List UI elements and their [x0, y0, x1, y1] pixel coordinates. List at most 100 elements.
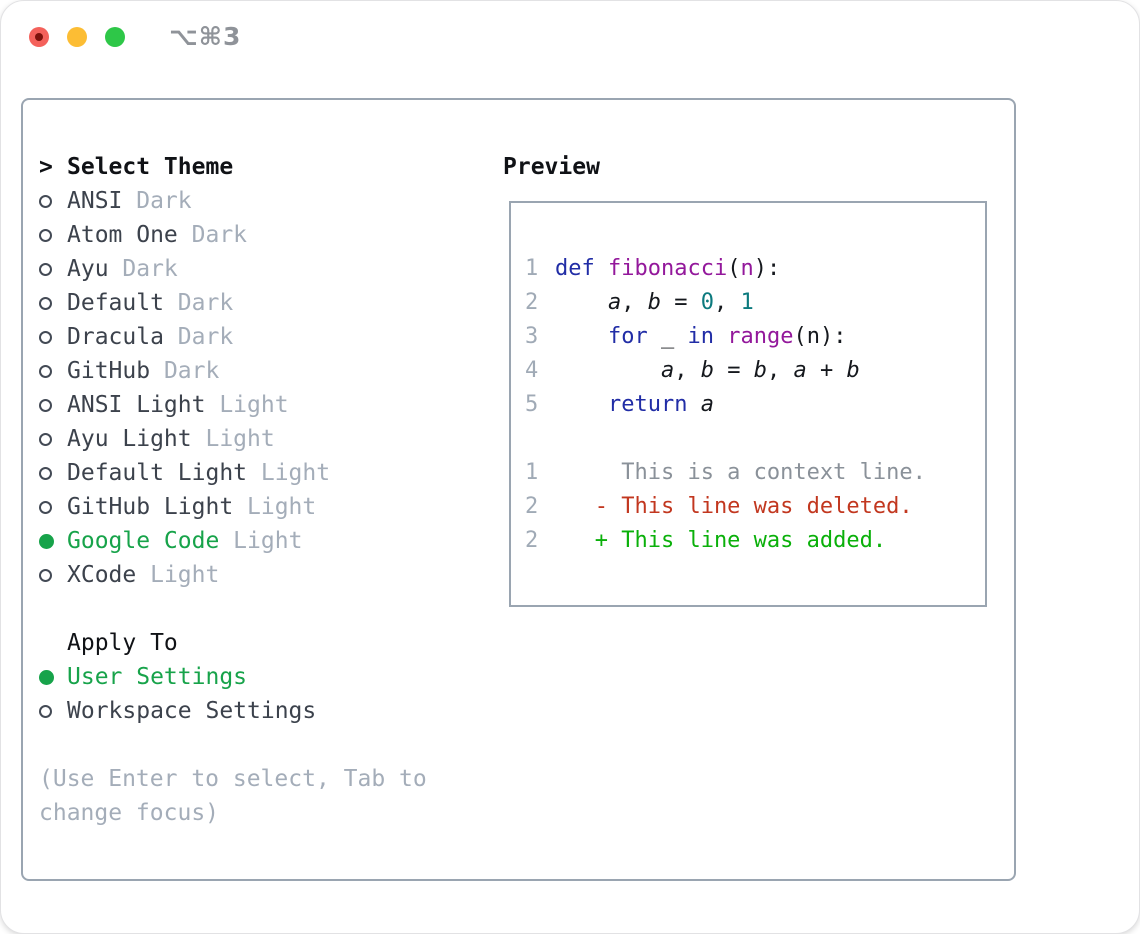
code-token: = — [713, 358, 754, 383]
code-token: in — [687, 324, 714, 349]
preview-line: 2 a, b = 0, 1 — [525, 286, 985, 320]
theme-variant: Dark — [177, 222, 248, 248]
radio-icon — [39, 296, 52, 310]
code-token: , — [766, 358, 794, 383]
code-token: 0 — [700, 290, 714, 315]
theme-variant: Dark — [163, 324, 234, 350]
theme-option[interactable]: GitHub Light Light — [39, 490, 469, 524]
apply-to-label: Workspace Settings — [67, 698, 317, 724]
theme-name: GitHub Light — [67, 494, 234, 520]
zoom-button[interactable] — [105, 27, 125, 47]
code-token: b — [753, 358, 767, 383]
code-token: for — [607, 324, 648, 349]
theme-option[interactable]: Ayu Dark — [39, 252, 469, 286]
radio-icon — [39, 330, 52, 344]
theme-list-header: > Select Theme — [39, 150, 469, 184]
code-token: = — [660, 290, 701, 315]
preview-line: 3 for _ in range(n): — [525, 320, 985, 354]
line-content: return a — [555, 392, 714, 417]
theme-name: Default Light — [67, 460, 248, 486]
theme-name: Ayu Light — [67, 426, 192, 452]
line-number: 1 — [525, 460, 539, 485]
theme-variant: Dark — [122, 188, 192, 214]
theme-variant: Dark — [163, 290, 234, 316]
radio-cell — [39, 533, 67, 549]
radio-cell — [39, 669, 67, 685]
code-token: b — [647, 290, 661, 315]
preview-line: 4 a, b = b, a + b — [525, 354, 985, 388]
radio-icon — [39, 432, 52, 446]
preview-line — [525, 422, 985, 456]
line-content: a, b = b, a + b — [555, 358, 860, 383]
theme-variant: Light — [233, 494, 317, 520]
code-token: a — [700, 392, 714, 417]
theme-variant: Light — [219, 528, 303, 554]
code-token: range — [727, 324, 794, 349]
theme-option[interactable]: ANSI Dark — [39, 184, 469, 218]
radio-cell — [39, 704, 67, 718]
help-text: (Use Enter to select, Tab to change focu… — [39, 766, 427, 826]
code-token — [555, 290, 608, 315]
code-token: _ — [647, 324, 688, 349]
title-bar: ⌥⌘3 — [1, 1, 1139, 73]
code-token — [555, 324, 608, 349]
radio-icon — [39, 364, 52, 378]
code-token: ( — [727, 256, 741, 281]
theme-option[interactable]: Default Dark — [39, 286, 469, 320]
code-token: , — [621, 290, 648, 315]
line-content: - This line was deleted. — [555, 494, 913, 519]
theme-name: Dracula — [67, 324, 164, 350]
radio-icon — [39, 194, 52, 208]
theme-option[interactable]: Ayu Light Light — [39, 422, 469, 456]
code-token: a — [793, 358, 807, 383]
apply-to-option[interactable]: Workspace Settings — [39, 694, 469, 728]
code-token: + — [806, 358, 847, 383]
theme-variant: Light — [191, 426, 275, 452]
theme-variant: Light — [136, 562, 220, 588]
line-content: a, b = 0, 1 — [555, 290, 754, 315]
theme-option[interactable]: Google Code Light — [39, 524, 469, 558]
theme-option[interactable]: Atom One Dark — [39, 218, 469, 252]
code-token: , — [713, 290, 741, 315]
code-token: def — [555, 256, 595, 281]
radio-cell — [39, 432, 67, 446]
spacer — [39, 592, 469, 626]
radio-icon — [39, 500, 52, 514]
preview-line: 1 This is a context line. — [525, 456, 985, 490]
code-token: fibonacci — [608, 256, 728, 281]
code-token: b — [846, 358, 860, 383]
theme-name: GitHub — [67, 358, 151, 384]
radio-cell — [39, 228, 67, 242]
theme-option[interactable]: Default Light Light — [39, 456, 469, 490]
radio-icon — [39, 262, 52, 276]
theme-option[interactable]: ANSI Light Light — [39, 388, 469, 422]
theme-option[interactable]: Dracula Dark — [39, 320, 469, 354]
theme-variant: Light — [247, 460, 331, 486]
close-button[interactable] — [29, 27, 49, 47]
apply-to-option[interactable]: User Settings — [39, 660, 469, 694]
line-number: 4 — [525, 358, 539, 383]
line-number: 2 — [525, 494, 539, 519]
theme-name: Default — [67, 290, 164, 316]
preview-line: 2 - This line was deleted. — [525, 490, 985, 524]
radio-icon — [39, 466, 52, 480]
theme-option[interactable]: XCode Light — [39, 558, 469, 592]
minimize-button[interactable] — [67, 27, 87, 47]
code-token: a — [660, 358, 675, 383]
spacer — [39, 728, 469, 762]
line-content: def fibonacci(n): — [555, 256, 780, 281]
preview-line: 5 return a — [525, 388, 985, 422]
line-number: 5 — [525, 392, 539, 417]
radio-cell — [39, 330, 67, 344]
theme-name: Ayu — [67, 256, 109, 282]
radio-cell — [39, 364, 67, 378]
line-number: 2 — [525, 290, 539, 315]
theme-variant: Dark — [108, 256, 178, 282]
code-token: ): — [753, 256, 781, 281]
theme-option[interactable]: GitHub Dark — [39, 354, 469, 388]
